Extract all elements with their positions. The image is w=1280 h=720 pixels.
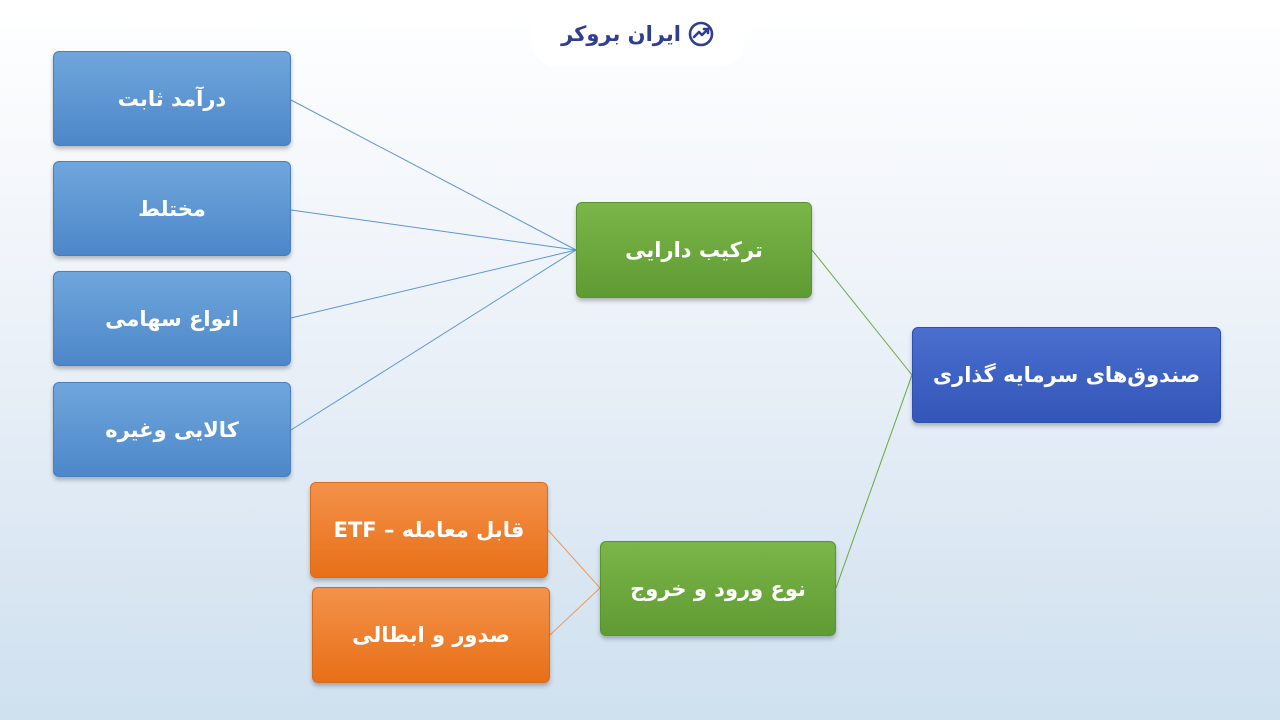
logo-text: ایران بروکر	[561, 21, 681, 46]
asset-item-label: مختلط	[138, 196, 206, 221]
chart-trend-icon	[687, 20, 715, 48]
asset-item-label: انواع سهامی	[105, 306, 239, 331]
entry-item-issuance-redemption: صدور و ابطالی	[312, 587, 550, 683]
branch-label: نوع ورود و خروج	[630, 576, 806, 601]
connector-asset-2	[290, 209, 577, 251]
root-label: صندوق‌های سرمایه گذاری	[932, 363, 1201, 387]
asset-item-equity: انواع سهامی	[53, 271, 291, 366]
branch-label: ترکیب دارایی	[625, 238, 763, 262]
asset-item-label: درآمد ثابت	[117, 86, 227, 111]
entry-item-label: قابل معامله – ETF	[333, 518, 525, 542]
entry-item-etf: قابل معامله – ETF	[310, 482, 548, 578]
logo: ایران بروکر	[531, 0, 745, 67]
connector-entry-2	[549, 587, 601, 636]
asset-item-mixed: مختلط	[53, 161, 291, 256]
asset-item-fixed-income: درآمد ثابت	[53, 51, 291, 146]
connector-entry-1	[547, 529, 601, 589]
entry-item-label: صدور و ابطالی	[352, 623, 510, 647]
root-investment-funds: صندوق‌های سرمایه گذاری	[912, 327, 1221, 423]
branch-asset-composition: ترکیب دارایی	[576, 202, 812, 298]
connector-asset-1	[290, 99, 577, 251]
connector-asset-3	[290, 249, 577, 319]
connector-entry-root	[835, 374, 913, 589]
branch-entry-exit-type: نوع ورود و خروج	[600, 541, 836, 636]
connector-assets-root	[811, 249, 913, 376]
asset-item-commodity: کالایی وغیره	[53, 382, 291, 477]
asset-item-label: کالایی وغیره	[105, 417, 239, 442]
connector-asset-4	[290, 249, 577, 431]
